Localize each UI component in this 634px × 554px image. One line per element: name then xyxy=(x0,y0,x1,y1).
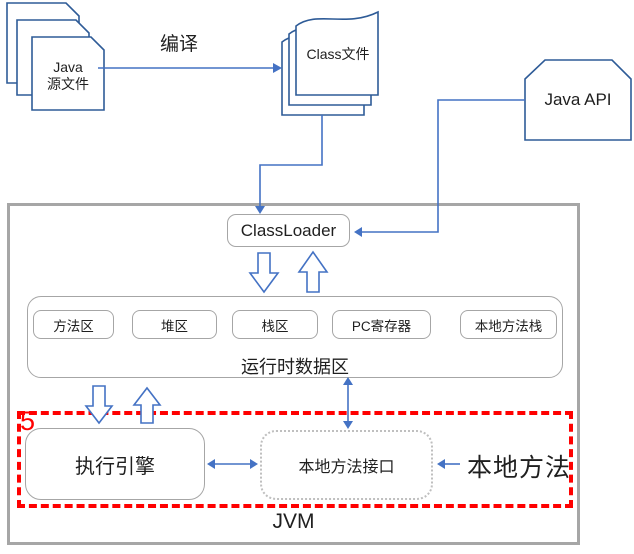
java-source-label-line1: Java xyxy=(53,59,83,75)
class-file-label: Class文件 xyxy=(306,46,370,62)
compile-label: 编译 xyxy=(160,34,199,55)
native-zone-highlight-box xyxy=(17,411,573,508)
heap-area-label: 堆区 xyxy=(161,318,188,334)
heap-area-box: 堆区 xyxy=(132,310,217,339)
java-source-label-line2: 源文件 xyxy=(47,76,89,92)
java-source-label: Java 源文件 xyxy=(32,59,104,93)
stack-area-box: 栈区 xyxy=(232,310,318,339)
classloader-box: ClassLoader xyxy=(227,214,350,247)
classfile-to-classloader-line xyxy=(259,115,323,206)
compile-arrowhead xyxy=(273,63,282,73)
native-interface-label: 本地方法接口 xyxy=(298,459,395,476)
step-marker: 5 xyxy=(20,406,36,436)
native-method-label: 本地方法 xyxy=(467,454,572,482)
jvm-label: JVM xyxy=(272,510,315,533)
stack-area-label: 栈区 xyxy=(261,318,289,334)
runtime-data-area-label: 运行时数据区 xyxy=(241,357,349,377)
pc-register-label: PC寄存器 xyxy=(351,318,412,334)
execution-engine-label: 执行引擎 xyxy=(75,455,155,478)
native-interface-box: 本地方法接口 xyxy=(260,430,433,500)
pc-register-box: PC寄存器 xyxy=(332,310,431,339)
native-method-stack-label: 本地方法栈 xyxy=(474,318,543,334)
execution-engine-box: 执行引擎 xyxy=(25,428,205,500)
method-area-label: 方法区 xyxy=(53,318,94,334)
native-method-stack-box: 本地方法栈 xyxy=(460,310,557,339)
class-file-doc-back-shape xyxy=(281,26,365,116)
classloader-label: ClassLoader xyxy=(240,220,337,240)
java-api-label: Java API xyxy=(544,90,612,109)
runtime-data-area-box xyxy=(27,296,563,378)
method-area-box: 方法区 xyxy=(33,310,114,339)
